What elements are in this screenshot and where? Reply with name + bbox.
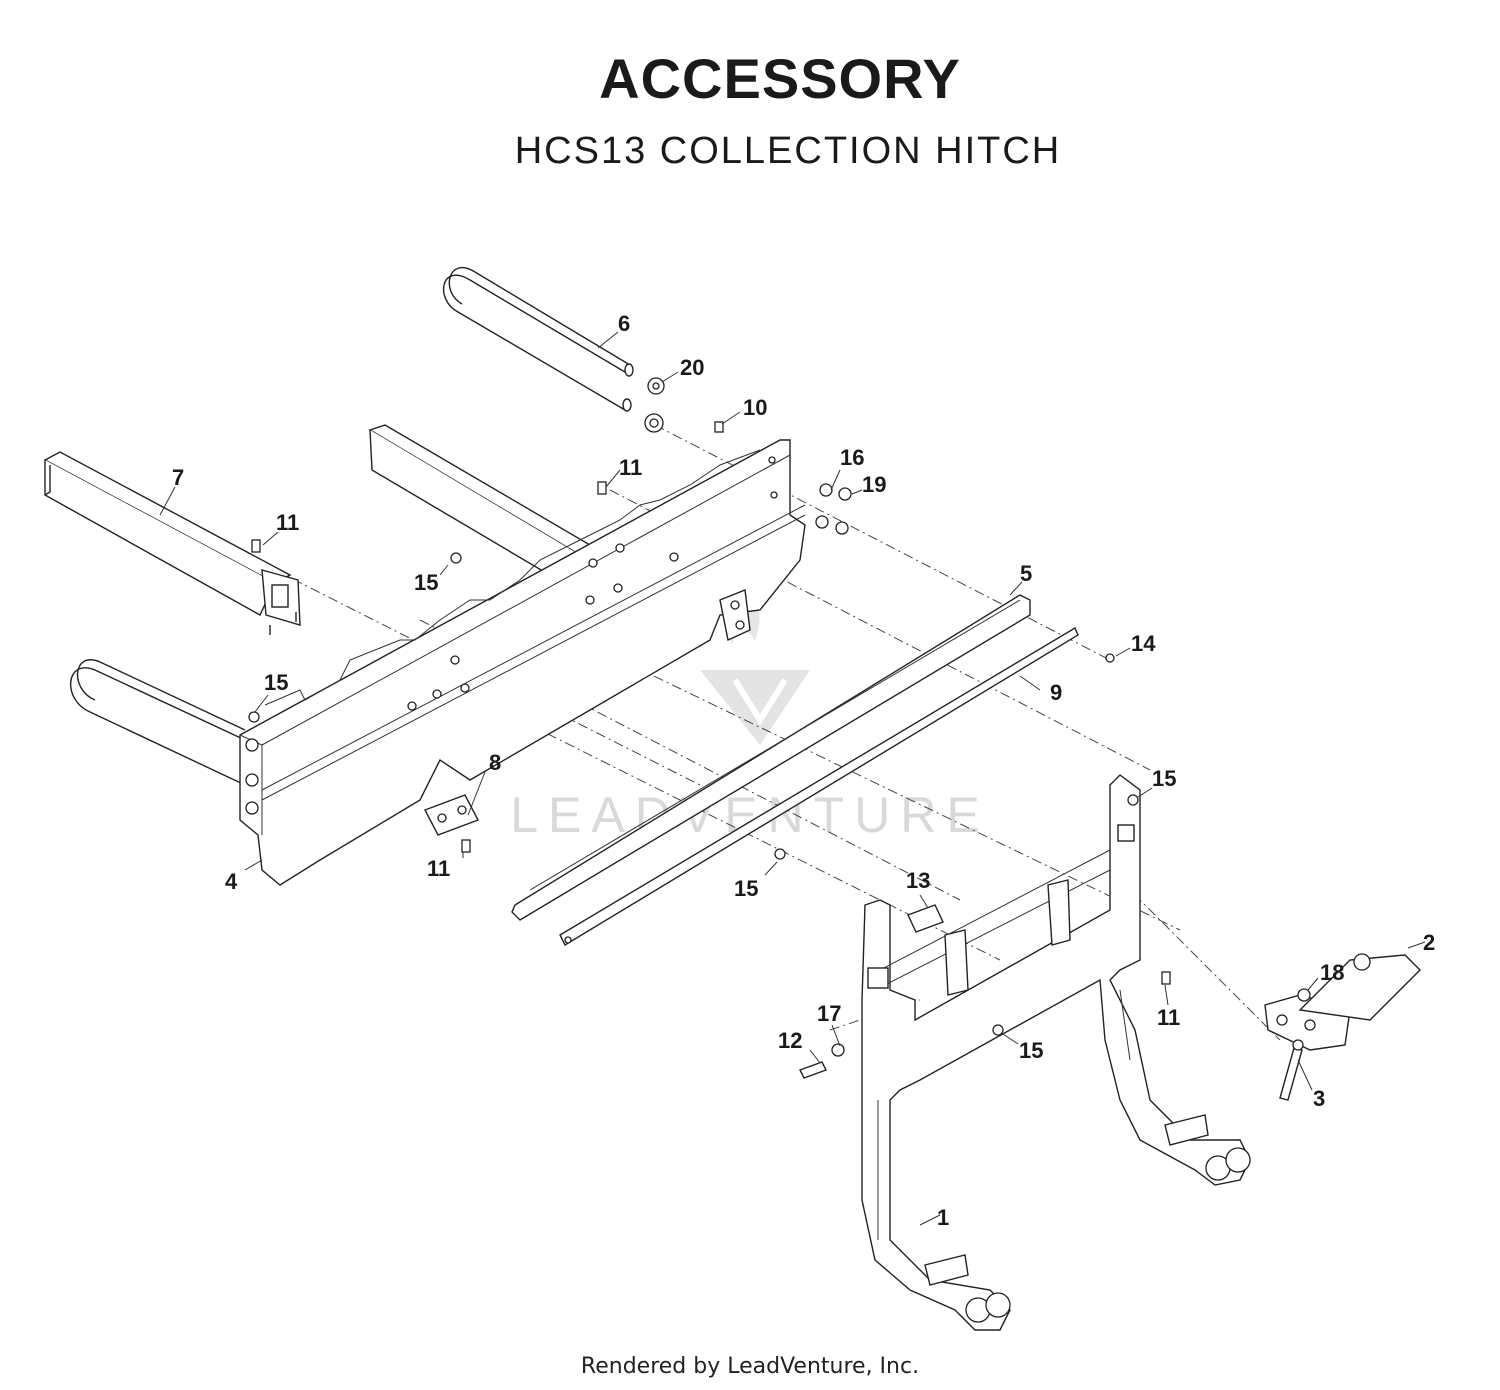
callout-15-b: 15 (264, 670, 288, 695)
callout-5: 5 (1020, 561, 1032, 586)
callout-19: 19 (862, 472, 886, 497)
callout-15-c: 15 (734, 876, 758, 901)
callout-18: 18 (1320, 960, 1344, 985)
callout-15-e: 15 (1019, 1038, 1043, 1063)
callout-1: 1 (937, 1205, 949, 1230)
main-frame-part-4 (239, 439, 806, 886)
diagram-subtitle: HCS13 COLLECTION HITCH (514, 130, 1062, 172)
pin-part-3 (1279, 1039, 1304, 1101)
callout-leader-lines (159, 331, 1426, 1226)
callout-20: 20 (680, 355, 704, 380)
callout-3: 3 (1313, 1086, 1325, 1111)
angle-bar-part-5 (511, 594, 1031, 921)
callout-14: 14 (1131, 631, 1156, 656)
callout-16: 16 (840, 445, 864, 470)
callout-7: 7 (172, 465, 184, 490)
callout-labels: 1 2 3 4 5 6 7 8 9 10 11 11 11 11 12 13 1… (172, 311, 1435, 1230)
callout-15-d: 15 (1152, 766, 1176, 791)
bolt-part-12 (799, 1043, 845, 1079)
callout-2: 2 (1423, 930, 1435, 955)
upper-u-bar-part-6 (442, 266, 634, 412)
hitch-frame-part-1 (861, 774, 1251, 1331)
hitch-bar-part-2 (1264, 953, 1421, 1051)
callout-11-b: 11 (619, 455, 642, 480)
pin-part-13 (907, 904, 944, 933)
callout-4: 4 (225, 869, 238, 894)
callout-6: 6 (618, 311, 630, 336)
callout-10: 10 (743, 395, 767, 420)
hardware-items (248, 377, 1311, 1036)
callout-11-c: 11 (427, 856, 450, 881)
callout-11-a: 11 (276, 510, 299, 535)
lower-u-bar (69, 659, 246, 786)
callout-12: 12 (778, 1028, 802, 1053)
bracket-part-8 (424, 794, 479, 836)
diagram-title: ACCESSORY (599, 47, 961, 110)
flat-strip-part-9 (559, 626, 1079, 946)
callout-9: 9 (1050, 680, 1062, 705)
callout-13: 13 (906, 868, 930, 893)
callout-15-a: 15 (414, 570, 438, 595)
upper-channel-arm (368, 424, 592, 592)
left-arm-part-7 (43, 451, 301, 635)
callout-11-d: 11 (1157, 1005, 1180, 1030)
render-credit: Rendered by LeadVenture, Inc. (580, 1354, 920, 1379)
callout-8: 8 (489, 750, 501, 775)
callout-17: 17 (817, 1001, 841, 1026)
